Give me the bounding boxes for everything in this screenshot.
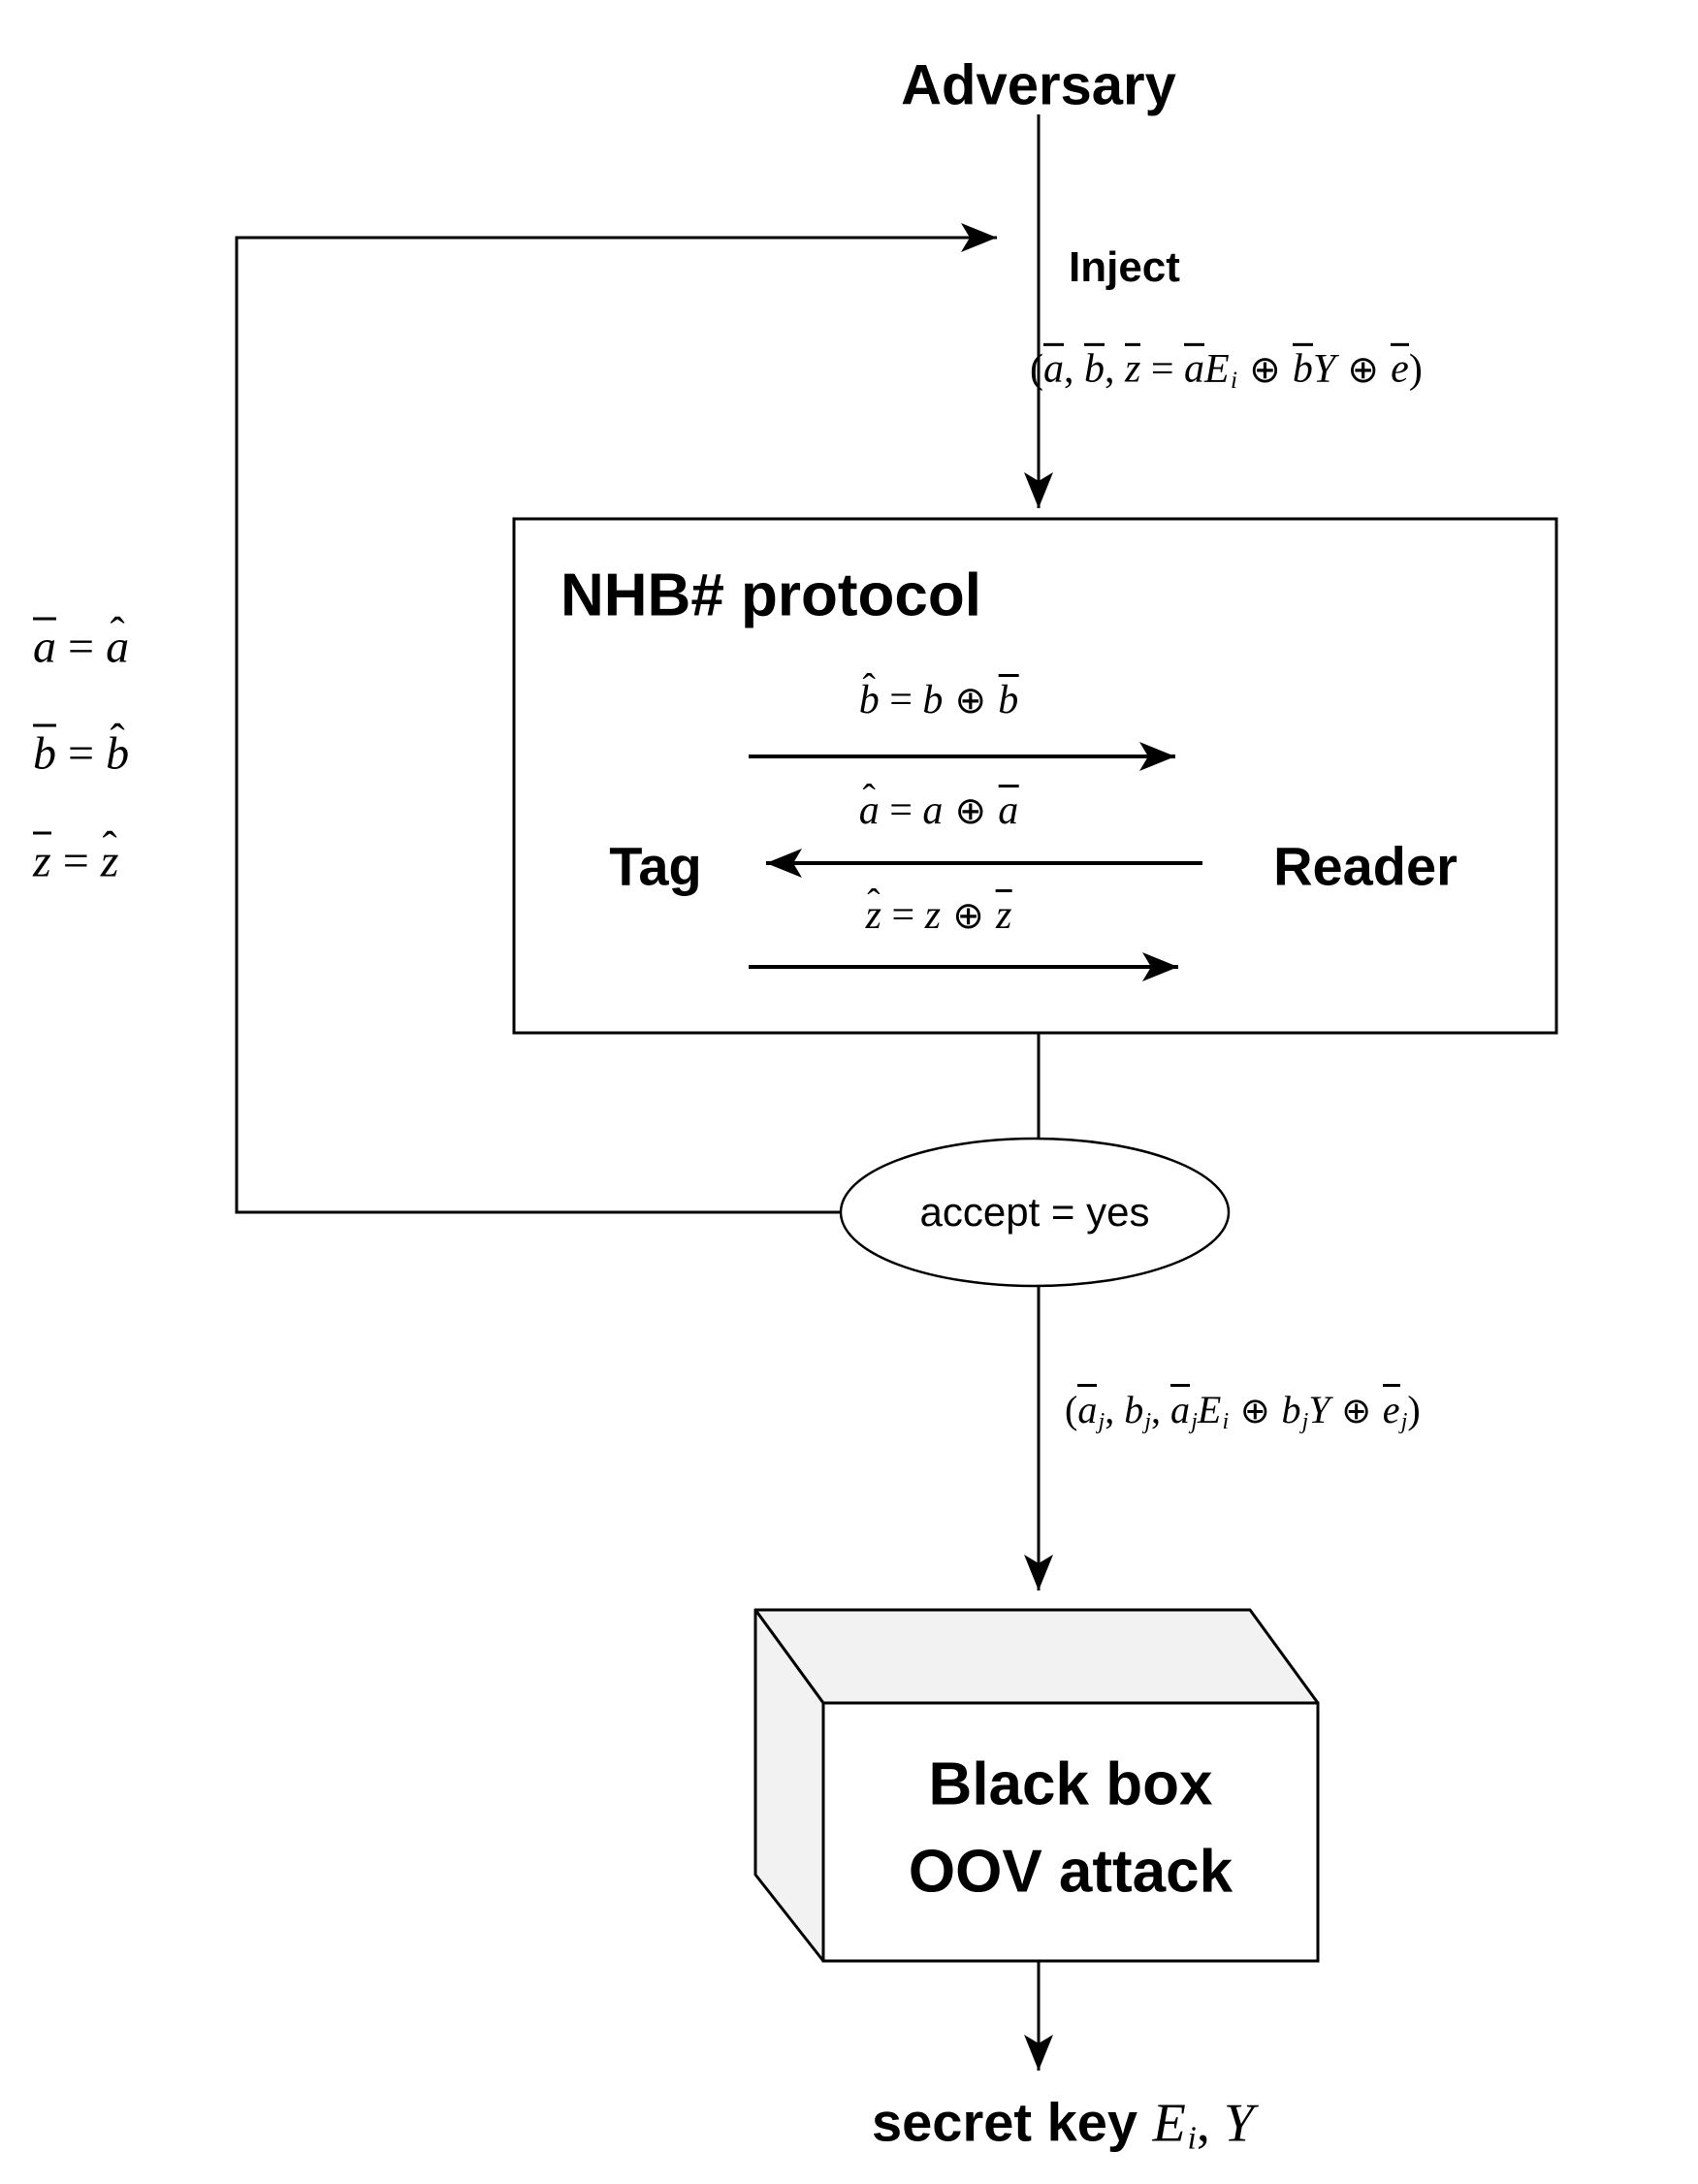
blackbox-label-line1: Black box [928, 1750, 1213, 1818]
output-formula: (aj, bj, ajEi ⊕ bjY ⊕ ej) [1065, 1384, 1421, 1435]
adversary-label: Adversary [901, 53, 1176, 117]
reader-node-label: Reader [1273, 835, 1458, 897]
accept-label: accept = yes [919, 1189, 1150, 1235]
accept-ellipse [839, 1137, 1231, 1288]
protocol-box-title: NHB# protocol [561, 562, 981, 629]
blackbox-label-line2: OOV attack [908, 1838, 1233, 1906]
feedback-loop-arrow [235, 223, 997, 1214]
inject-formula: (a, b, z = aEi ⊕ bY ⊕ e) [1030, 343, 1423, 395]
secret-key-math: Ei, Y [1152, 2093, 1254, 2157]
inject-label: Inject [1069, 243, 1180, 291]
secret-key-label: secret key [872, 2091, 1153, 2153]
blackbox-cube-top-face [753, 1608, 1320, 1705]
protocol-box [512, 517, 1558, 1035]
blackbox-cube-front-face [821, 1701, 1320, 1963]
secret-key-caption: secret key Ei, Y [872, 2090, 1254, 2157]
tag-node-label: Tag [609, 835, 702, 897]
